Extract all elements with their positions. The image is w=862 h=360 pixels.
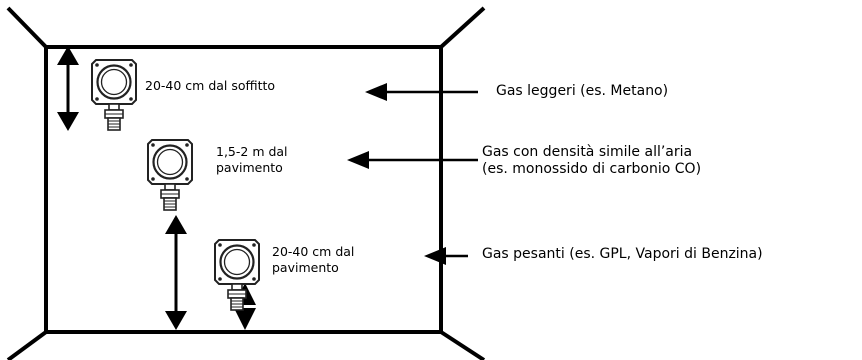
- corner-line-bottom-left: [6, 330, 48, 360]
- gas-detector-icon: [91, 59, 137, 131]
- distance-arrow-ceiling: [57, 46, 79, 131]
- label-line: pavimento: [272, 260, 339, 275]
- label-line: 20-40 cm dal soffitto: [145, 78, 276, 93]
- detector-label-mid-height: 1,5-2 m dal pavimento: [216, 144, 288, 176]
- gas-arrow-heavy: [424, 247, 468, 265]
- detector-label-ceiling: 20-40 cm dal soffitto: [145, 78, 275, 94]
- gas-label-light: Gas leggeri (es. Metano): [496, 83, 668, 100]
- gas-detector-icon: [147, 139, 193, 211]
- label-line: 1,5-2 m dal: [216, 144, 288, 159]
- distance-arrow-mid-height: [165, 215, 187, 330]
- room-wall-outline: [44, 45, 443, 334]
- label-line: Gas pesanti (es. GPL, Vapori di Benzina): [482, 246, 763, 262]
- label-line: (es. monossido di carbonio CO): [482, 161, 702, 177]
- gas-arrow-light: [365, 83, 478, 101]
- corner-line-top-left: [6, 6, 48, 49]
- label-line: pavimento: [216, 160, 283, 175]
- corner-line-bottom-right: [439, 330, 486, 360]
- gas-arrow-air-density: [347, 151, 478, 169]
- label-line: 20-40 cm dal: [272, 244, 355, 259]
- gas-label-heavy: Gas pesanti (es. GPL, Vapori di Benzina): [482, 246, 763, 263]
- corner-line-top-right: [439, 6, 486, 49]
- label-line: Gas leggeri (es. Metano): [496, 83, 669, 99]
- detector-label-floor: 20-40 cm dal pavimento: [272, 244, 354, 276]
- gas-label-air-density: Gas con densità simile all’aria (es. mon…: [482, 144, 701, 178]
- label-line: Gas con densità simile all’aria: [482, 144, 693, 160]
- gas-detector-icon: [214, 239, 260, 311]
